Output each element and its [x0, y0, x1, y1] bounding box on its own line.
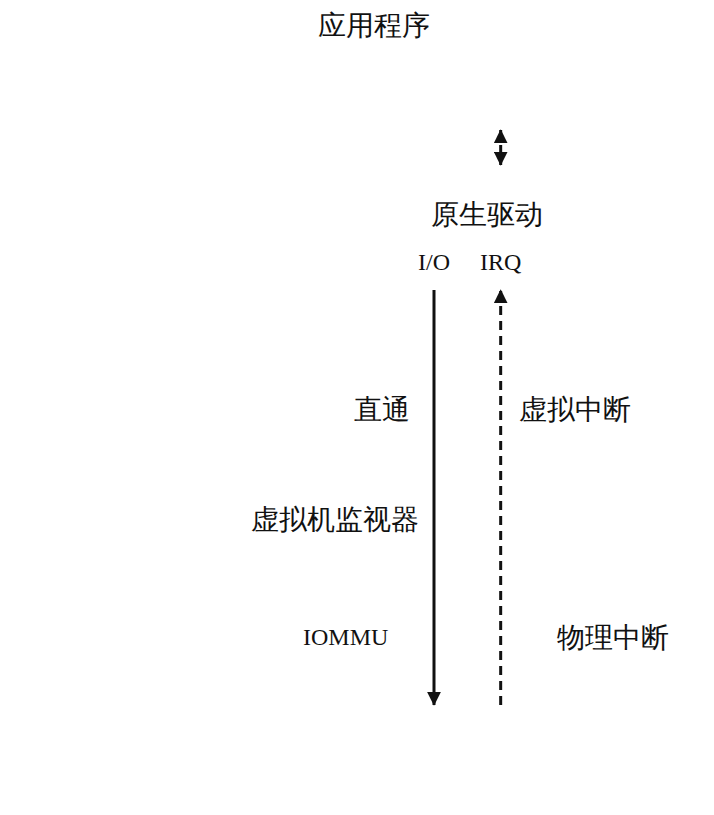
- port-label: I/O: [418, 249, 450, 277]
- driver-box: 原生驱动 I/O IRQ: [358, 165, 615, 290]
- port-label: IRQ: [480, 249, 521, 277]
- node-text: 虚拟机监视器: [251, 504, 419, 536]
- card-bracket: [398, 686, 420, 806]
- card-board: [416, 704, 538, 790]
- iommu-box: IOMMU: [288, 598, 545, 678]
- guest-vm-box-shape: [318, 10, 704, 372]
- hypervisor-fill: [15, 10, 700, 585]
- hypervisor-band: 虚拟机监视器: [15, 10, 700, 585]
- network-card: [398, 686, 538, 806]
- edge-label: 虚拟中断: [519, 394, 631, 426]
- vm-outline: [320, 12, 703, 371]
- card-fingers: [440, 786, 520, 798]
- node-text: 应用程序: [318, 10, 430, 42]
- virtual-interrupt-arrow: [499, 290, 502, 705]
- vm-divider: [318, 126, 704, 129]
- ethernet-port: [420, 712, 445, 745]
- edge-label: 直通: [354, 394, 410, 426]
- iommu-fill: [289, 599, 544, 677]
- passthrough-arrow: [433, 290, 436, 705]
- card-chip: [470, 738, 495, 762]
- card-component: [455, 765, 463, 770]
- node-text: 原生驱动: [431, 199, 543, 231]
- card-component: [505, 750, 515, 756]
- hypervisor-band-shape: [15, 10, 700, 585]
- app-driver-arrow: [499, 130, 502, 165]
- driver-outline: [359, 166, 614, 289]
- card-component: [515, 765, 527, 773]
- driver-shadow-box: [390, 190, 645, 315]
- guest-vm-box: 原生驱动 I/O IRQ 应用程序: [318, 10, 704, 372]
- annotation-label: 物理中断: [557, 622, 669, 654]
- node-text: IOMMU: [303, 624, 388, 652]
